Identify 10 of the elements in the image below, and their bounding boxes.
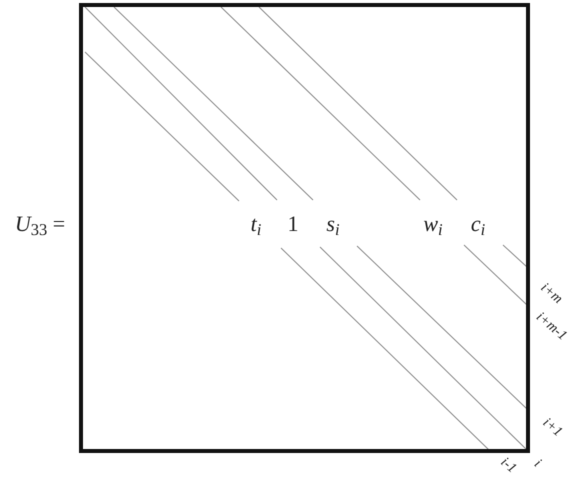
diagonal-label: t$_{i}$ bbox=[250, 213, 262, 235]
diagonal-label: w$_{i}$ bbox=[423, 213, 443, 235]
index-label: i+m bbox=[538, 281, 564, 307]
diagonal-label: c$_{i}$ bbox=[470, 213, 486, 235]
diagonal-label: 1 bbox=[288, 213, 298, 235]
index-label: i bbox=[531, 457, 543, 471]
diagonal-label: s$_{i}$ bbox=[326, 213, 340, 235]
index-label: i-1 bbox=[498, 456, 518, 476]
index-label: i+1 bbox=[540, 416, 564, 440]
matrix-name: U$_{33}$ = bbox=[14, 213, 66, 235]
